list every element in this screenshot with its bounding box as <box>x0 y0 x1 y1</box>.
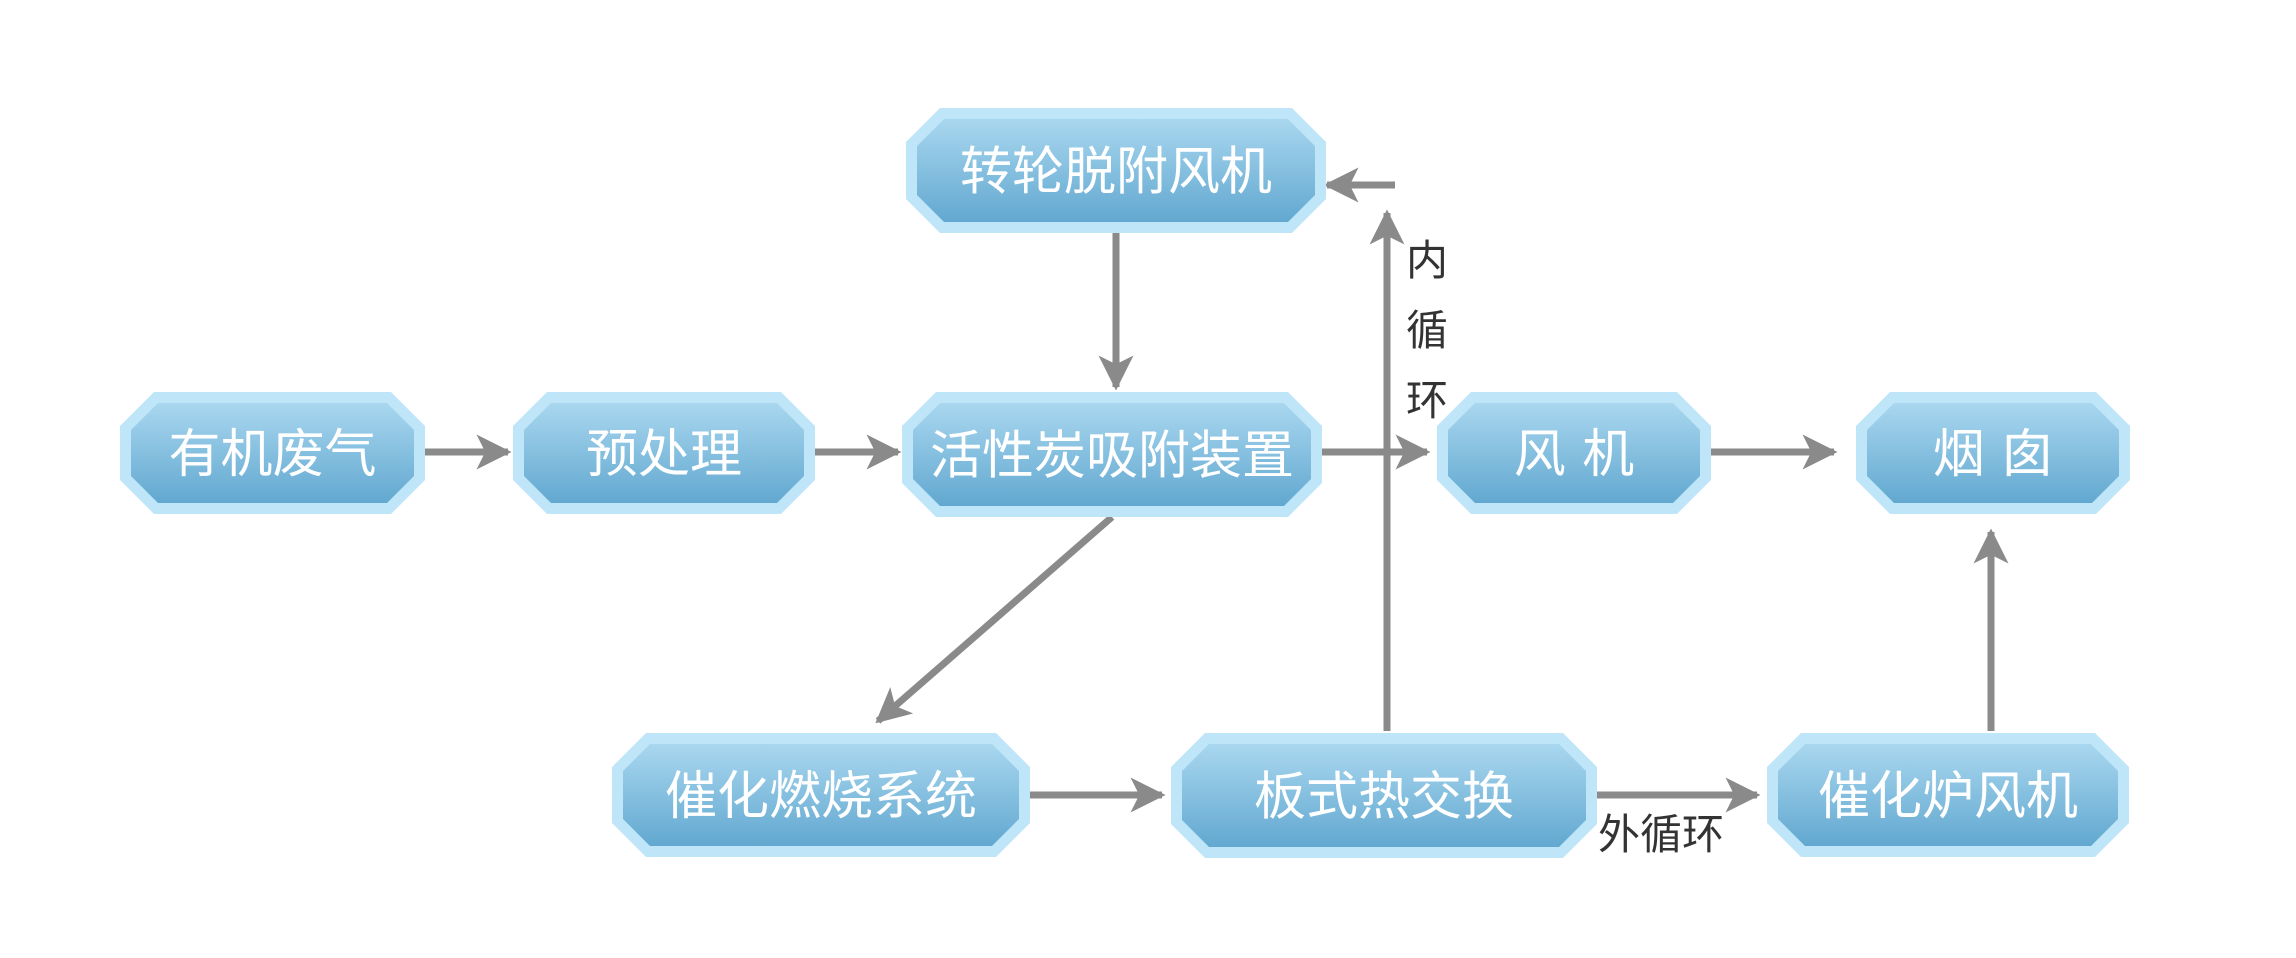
node-fill <box>1182 744 1586 847</box>
node-fill <box>623 744 1019 846</box>
outer-cycle-label: 外循环 <box>1598 810 1724 859</box>
node-label: 转轮脱附风机 <box>960 143 1272 203</box>
edge-carbon-to-catalytic <box>875 514 1115 724</box>
node-chimney: 烟 囱 <box>1856 392 2130 514</box>
node-fill <box>1778 744 2118 846</box>
node-fill <box>524 403 804 503</box>
node-fill <box>1867 403 2119 503</box>
inner-cycle-label-3: 环 <box>1406 376 1448 425</box>
node-carbon-adsorber: 活性炭吸附装置 <box>902 392 1322 517</box>
node-fan: 风 机 <box>1437 392 1711 514</box>
node-fill <box>913 403 1311 506</box>
node-plate-heat-exchanger: 板式热交换 <box>1171 733 1597 858</box>
node-fill <box>1448 403 1700 503</box>
node-label: 板式热交换 <box>1254 768 1514 828</box>
node-rotor-desorption-fan: 转轮脱附风机 <box>906 108 1326 233</box>
inner-cycle-label-1: 内 <box>1406 236 1448 285</box>
edges <box>425 167 2009 813</box>
node-pretreat: 预处理 <box>513 392 815 514</box>
node-furnace-fan: 催化炉风机 <box>1767 733 2129 857</box>
node-label: 预处理 <box>586 425 742 485</box>
node-label: 烟 囱 <box>1933 425 2054 485</box>
node-catalytic-combustion: 催化燃烧系统 <box>612 733 1030 857</box>
node-label: 风 机 <box>1514 425 1635 485</box>
node-label: 活性炭吸附装置 <box>930 427 1294 487</box>
inner-cycle-label-2: 循 <box>1406 306 1448 355</box>
edge-labels: 内 循 环 外循环 <box>1406 236 1724 859</box>
node-fill <box>917 119 1315 222</box>
node-organic-gas: 有机废气 <box>120 392 425 514</box>
node-label: 催化燃烧系统 <box>665 767 977 827</box>
node-label: 有机废气 <box>168 425 376 485</box>
node-fill <box>131 403 414 503</box>
node-label: 催化炉风机 <box>1818 767 2078 827</box>
